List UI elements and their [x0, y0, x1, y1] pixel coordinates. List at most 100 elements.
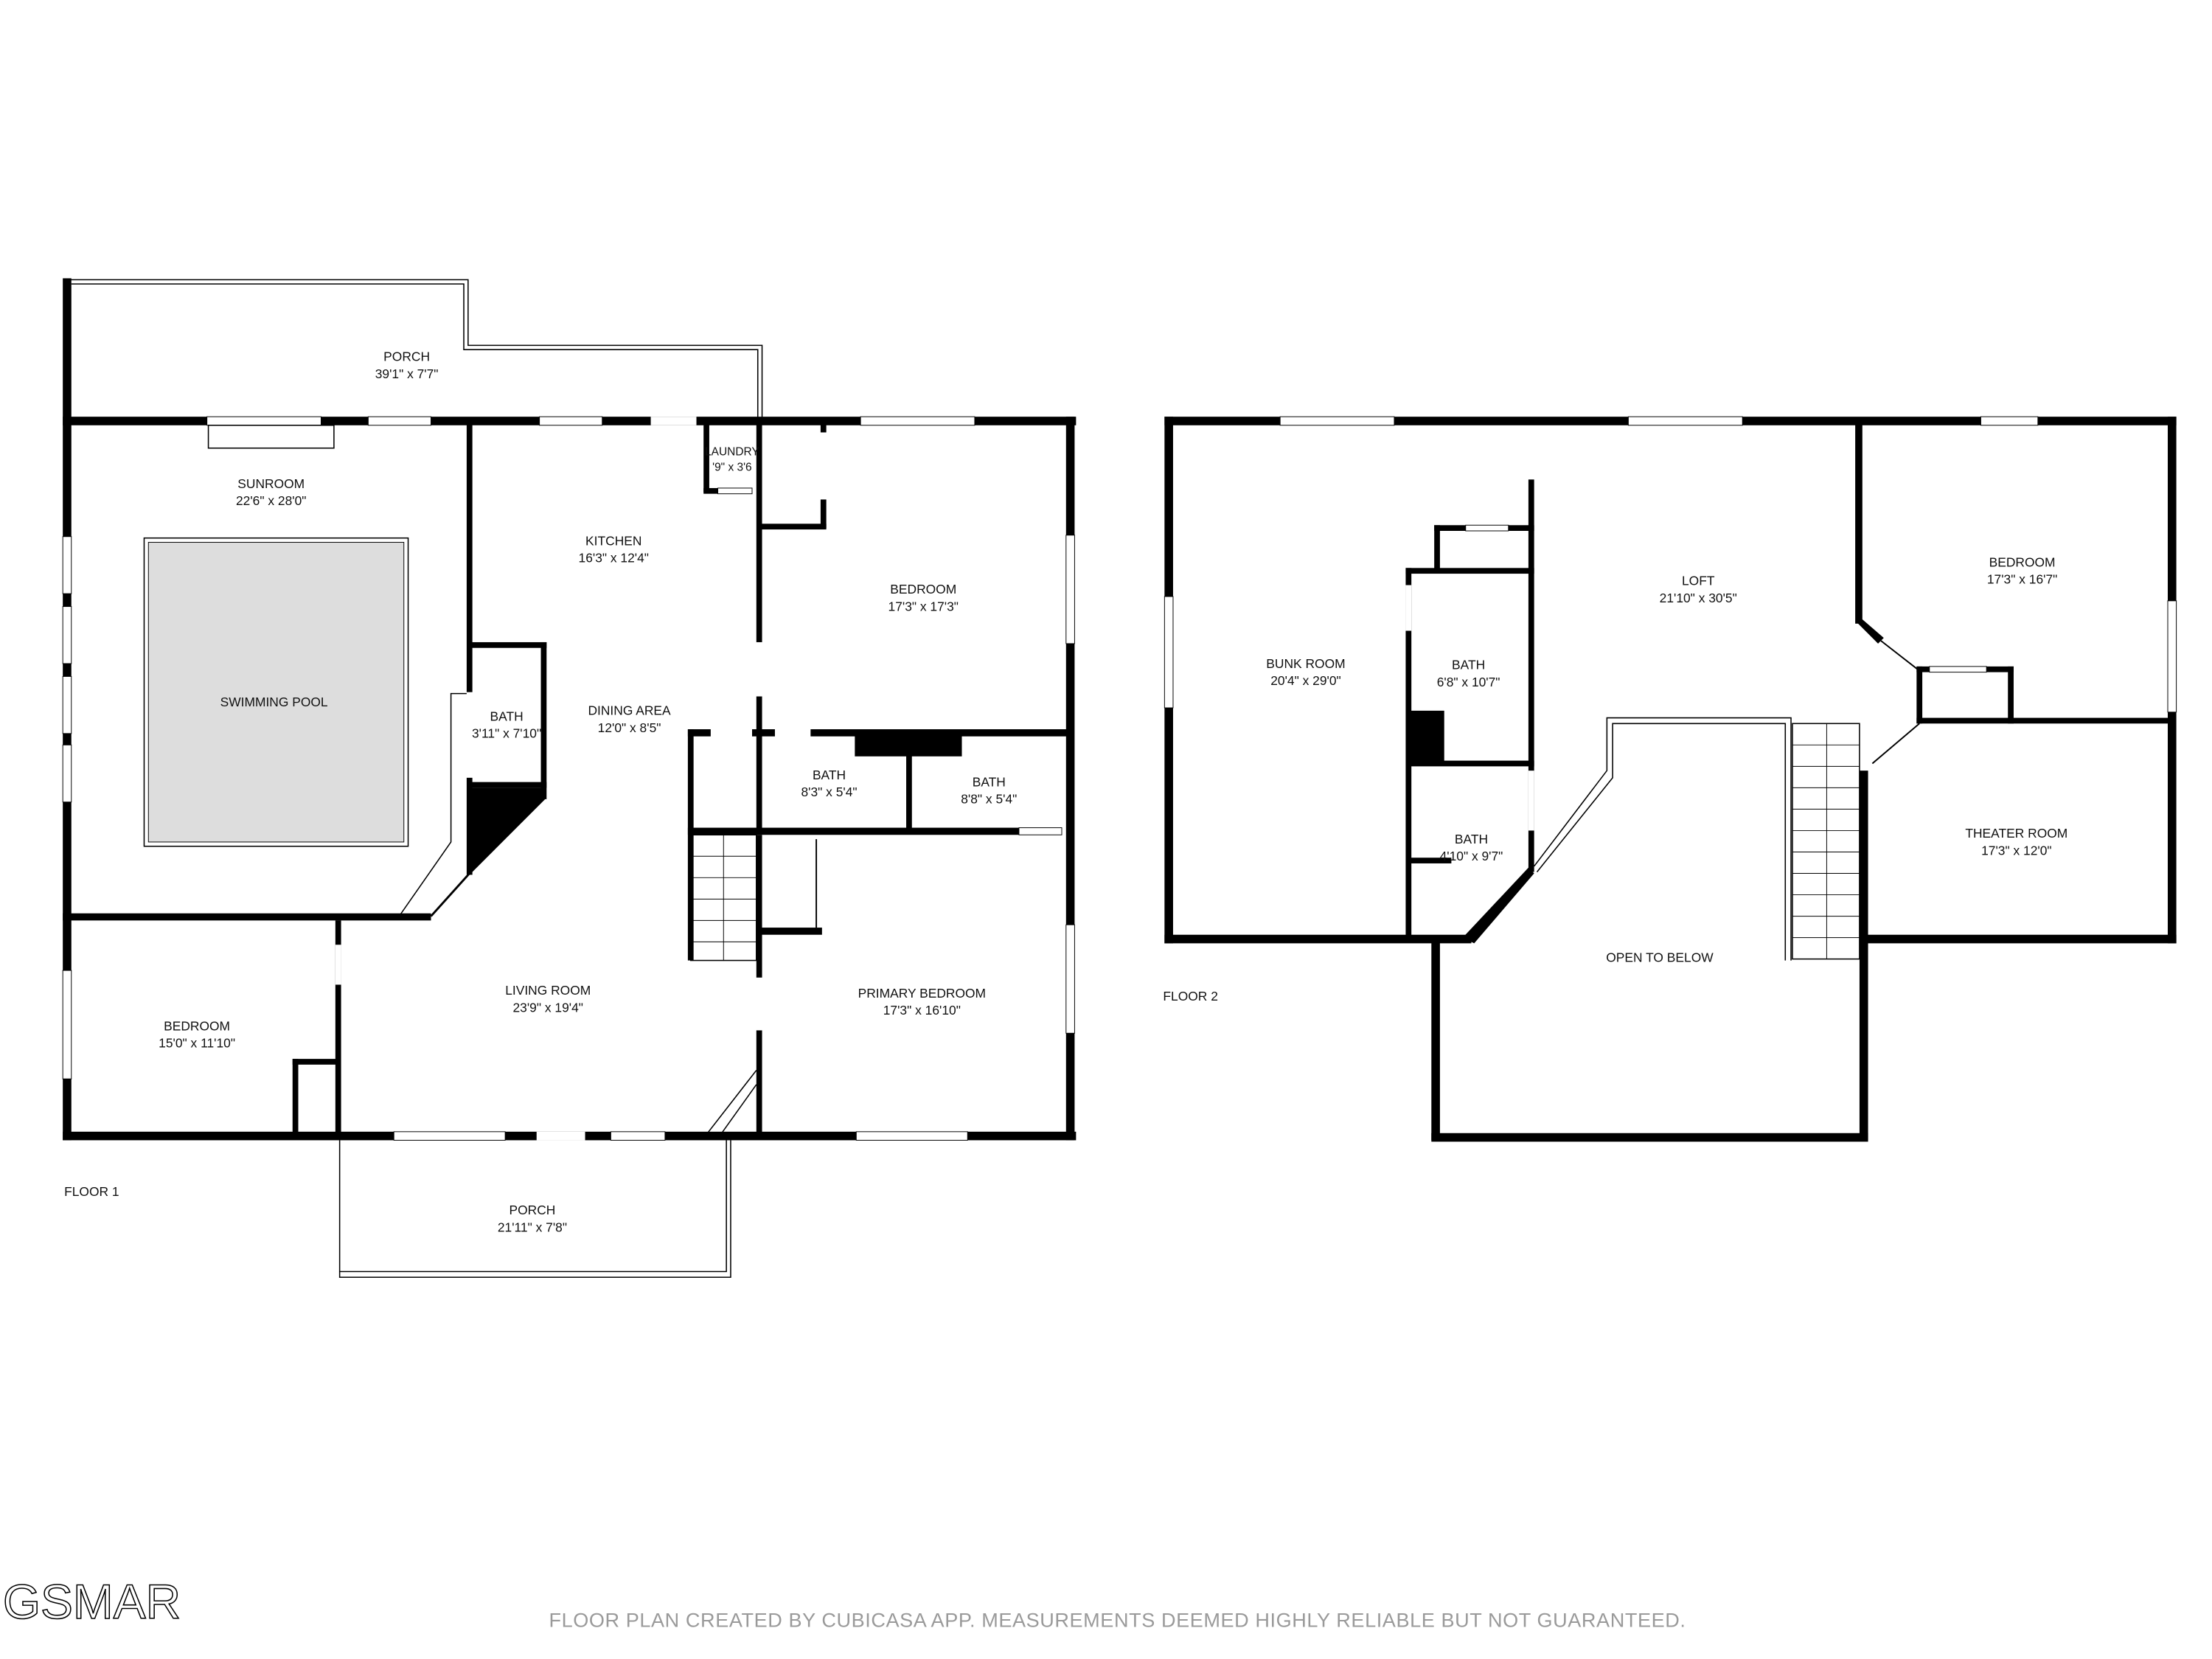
room-name: BATH [1452, 658, 1485, 672]
door [1871, 723, 1920, 765]
wall [335, 920, 341, 1138]
window [855, 1131, 968, 1141]
window [62, 744, 72, 803]
wall [756, 835, 762, 978]
wall [820, 420, 827, 433]
laundry-door [717, 487, 753, 495]
window [393, 1131, 506, 1141]
window [62, 675, 72, 734]
wall [752, 729, 775, 737]
door [1880, 640, 1920, 672]
railing [1534, 717, 1792, 961]
floor-1-label: FLOOR 1 [64, 1184, 119, 1199]
room-dims: 17'3" x 12'0" [1981, 843, 2051, 858]
swimming-pool [147, 542, 405, 843]
window [860, 416, 975, 426]
door-opening [1528, 771, 1534, 831]
wall [759, 928, 822, 935]
floor-2-plan: BUNK ROOM 20'4" x 29'0" BATH 6'8" x 10'7… [1163, 416, 2177, 1142]
wall [1916, 717, 2172, 724]
room-name: BATH [490, 709, 524, 723]
wall [756, 1030, 762, 1135]
wall [1408, 760, 1534, 767]
room-dims: 17'3" x 16'10" [883, 1003, 961, 1018]
porch-top-outline [68, 279, 763, 421]
sunroom-ramp [397, 692, 467, 918]
room-dims: 3'11" x 7'10" [472, 726, 541, 741]
door [1018, 827, 1062, 835]
wall [1405, 568, 1534, 574]
wall [63, 913, 431, 921]
wall [906, 733, 912, 831]
corner-stair [706, 1070, 757, 1135]
room-dims: 20'4" x 29'0" [1270, 673, 1340, 688]
room-name: KITCHEN [585, 533, 641, 548]
railing [1536, 723, 1787, 961]
room-dims: 17'3" x 17'3" [888, 599, 959, 613]
window [539, 416, 603, 426]
wall [1164, 934, 1472, 944]
room-name: PORCH [509, 1203, 555, 1217]
wall [756, 696, 762, 832]
stairs [1792, 723, 1860, 960]
room-dims: 16'3" x 12'4" [579, 551, 649, 566]
porch-bottom-outline-inner [339, 1140, 727, 1273]
room-dims: 17'3" x 16'7" [1987, 572, 2057, 587]
stairs [690, 834, 757, 961]
room-dims: 8'3" x 5'4" [801, 785, 857, 799]
porch-top-outline-inner [71, 283, 759, 421]
window [206, 416, 321, 426]
room-dims: 12'0" x 8'5" [598, 720, 661, 735]
wall [1855, 420, 1863, 624]
wall [1434, 525, 1440, 571]
wall [703, 487, 718, 494]
room-dims: 21'11" x 7'8" [498, 1220, 567, 1234]
room-dims: 39'1" x 7'7" [375, 366, 439, 381]
room-dims: 8'8" x 5'4" [961, 792, 1017, 807]
wall [1462, 867, 1534, 944]
window [1980, 416, 2039, 426]
window [1065, 924, 1075, 1034]
room-name: BEDROOM [164, 1018, 230, 1033]
room-dims: 22'6" x 28'0" [236, 493, 306, 508]
wall [703, 420, 709, 493]
front-door-opening [536, 1131, 585, 1141]
gsmar-logo: GSMAR [3, 1574, 181, 1629]
window [367, 416, 431, 426]
door [430, 872, 470, 917]
door-opening [650, 417, 697, 425]
porch-bottom-outline [338, 1140, 731, 1279]
room-name: BEDROOM [890, 582, 956, 597]
room-dims: 15'0" x 11'10" [159, 1036, 235, 1051]
wall [759, 524, 827, 530]
room-dims: '9" x 3'6 [712, 462, 752, 474]
room-name: LOFT [1682, 574, 1715, 588]
window [2167, 600, 2177, 713]
wall [466, 420, 473, 692]
room-dims: 21'10" x 30'5" [1660, 591, 1737, 605]
window [62, 606, 72, 664]
window [1164, 596, 1174, 709]
closet-door [1929, 666, 1987, 673]
wall [1528, 479, 1534, 872]
wall [1431, 1133, 1868, 1142]
wall [1065, 417, 1075, 1141]
wall [1431, 939, 1440, 1141]
room-name: PORCH [383, 349, 430, 364]
wall [1916, 666, 1923, 724]
room-name: OPEN TO BELOW [1606, 950, 1714, 965]
wall [470, 782, 547, 788]
chimney-block [469, 787, 546, 875]
room-name: PRIMARY BEDROOM [858, 986, 986, 1001]
room-name: BATH [973, 774, 1006, 789]
wall [687, 729, 711, 737]
wall [1408, 858, 1452, 863]
room-name: THEATER ROOM [1965, 826, 2067, 841]
floor-2-label: FLOOR 2 [1163, 989, 1217, 1004]
wall [820, 499, 827, 529]
room-name: BATH [813, 768, 846, 782]
room-name: BEDROOM [1989, 554, 2056, 569]
disclaimer-footer: FLOOR PLAN CREATED BY CUBICASA APP. MEAS… [549, 1608, 1686, 1631]
wall [687, 827, 1019, 835]
